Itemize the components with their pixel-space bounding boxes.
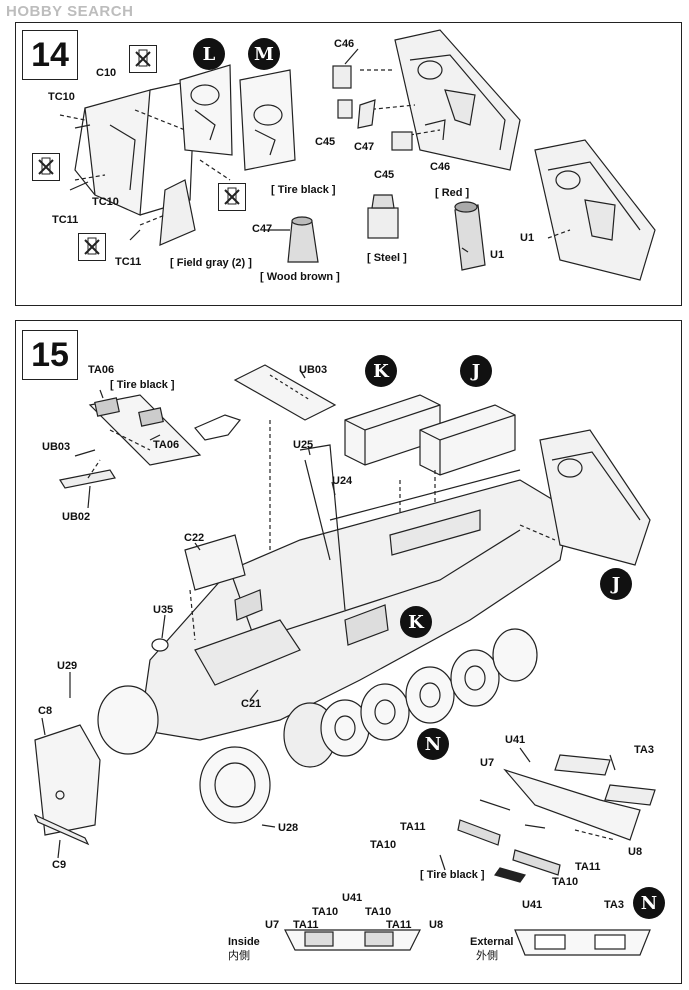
part-label: TA11 bbox=[293, 919, 319, 931]
badge-J: J bbox=[460, 355, 492, 387]
part-label: C22 bbox=[184, 532, 205, 544]
no-glue-icon bbox=[129, 45, 157, 73]
part-label: TA06 bbox=[153, 439, 180, 451]
part-label: U7 bbox=[265, 919, 280, 931]
no-glue-icon bbox=[78, 233, 106, 261]
part-label: UB02 bbox=[62, 511, 91, 523]
step-14-number: 14 bbox=[22, 30, 78, 80]
part-label: U29 bbox=[57, 660, 78, 672]
badge-M: M bbox=[248, 38, 280, 70]
part-label: TA06 bbox=[88, 364, 115, 376]
part-label: U1 bbox=[490, 249, 505, 261]
part-label: TC10 bbox=[92, 196, 119, 208]
part-label: C45 bbox=[374, 169, 395, 181]
badge-L: L bbox=[193, 38, 225, 70]
part-label: C9 bbox=[52, 859, 67, 871]
part-label: TA11 bbox=[386, 919, 412, 931]
part-label: U8 bbox=[628, 846, 643, 858]
part-label: U7 bbox=[480, 757, 495, 769]
inset-caption-jp: 内側 bbox=[228, 950, 250, 962]
part-label: TC11 bbox=[52, 214, 79, 226]
part-label: TA10 bbox=[552, 876, 579, 888]
inset-caption: Inside bbox=[228, 936, 260, 948]
badge-K: K bbox=[400, 606, 432, 638]
badge-N: N bbox=[417, 728, 449, 760]
part-label: TA10 bbox=[312, 906, 339, 918]
color-callout-tire-black: [ Tire black ] bbox=[110, 379, 175, 391]
part-label: U1 bbox=[520, 232, 535, 244]
part-label: U25 bbox=[293, 439, 314, 451]
color-callout-field-gray: [ Field gray (2) ] bbox=[170, 257, 252, 269]
color-callout-tire-black: [ Tire black ] bbox=[271, 184, 336, 196]
part-label: U41 bbox=[522, 899, 543, 911]
part-label: TA11 bbox=[400, 821, 426, 833]
part-label: U8 bbox=[429, 919, 444, 931]
part-label: C45 bbox=[315, 136, 336, 148]
part-label: TC10 bbox=[48, 91, 75, 103]
no-glue-icon bbox=[218, 183, 246, 211]
part-label: C21 bbox=[241, 698, 262, 710]
color-callout-wood-brown: [ Wood brown ] bbox=[260, 271, 340, 283]
watermark: HOBBY SEARCH bbox=[6, 3, 134, 20]
part-label: U41 bbox=[505, 734, 526, 746]
part-label: TA3 bbox=[604, 899, 624, 911]
step-15-number: 15 bbox=[22, 330, 78, 380]
part-label: C47 bbox=[252, 223, 273, 235]
badge-K: K bbox=[365, 355, 397, 387]
color-callout-tire-black: [ Tire black ] bbox=[420, 869, 485, 881]
badge-J: J bbox=[600, 568, 632, 600]
part-label: C10 bbox=[96, 67, 117, 79]
part-label: UB03 bbox=[42, 441, 71, 453]
part-label: U24 bbox=[332, 475, 353, 487]
part-label: TA10 bbox=[370, 839, 397, 851]
part-label: C8 bbox=[38, 705, 53, 717]
part-label: U41 bbox=[342, 892, 363, 904]
part-label: TA11 bbox=[575, 861, 601, 873]
part-label: U28 bbox=[278, 822, 299, 834]
badge-N: N bbox=[633, 887, 665, 919]
part-label: C46 bbox=[334, 38, 355, 50]
part-label: TA3 bbox=[634, 744, 654, 756]
part-label: C46 bbox=[430, 161, 451, 173]
no-glue-icon bbox=[32, 153, 60, 181]
color-callout-red: [ Red ] bbox=[435, 187, 470, 199]
color-callout-steel: [ Steel ] bbox=[367, 252, 407, 264]
part-label: U35 bbox=[153, 604, 174, 616]
inset-caption-jp: 外側 bbox=[476, 950, 498, 962]
inset-caption: External bbox=[470, 936, 514, 948]
part-label: TC11 bbox=[115, 256, 142, 268]
part-label: UB03 bbox=[299, 364, 328, 376]
part-label: C47 bbox=[354, 141, 375, 153]
part-label: TA10 bbox=[365, 906, 392, 918]
